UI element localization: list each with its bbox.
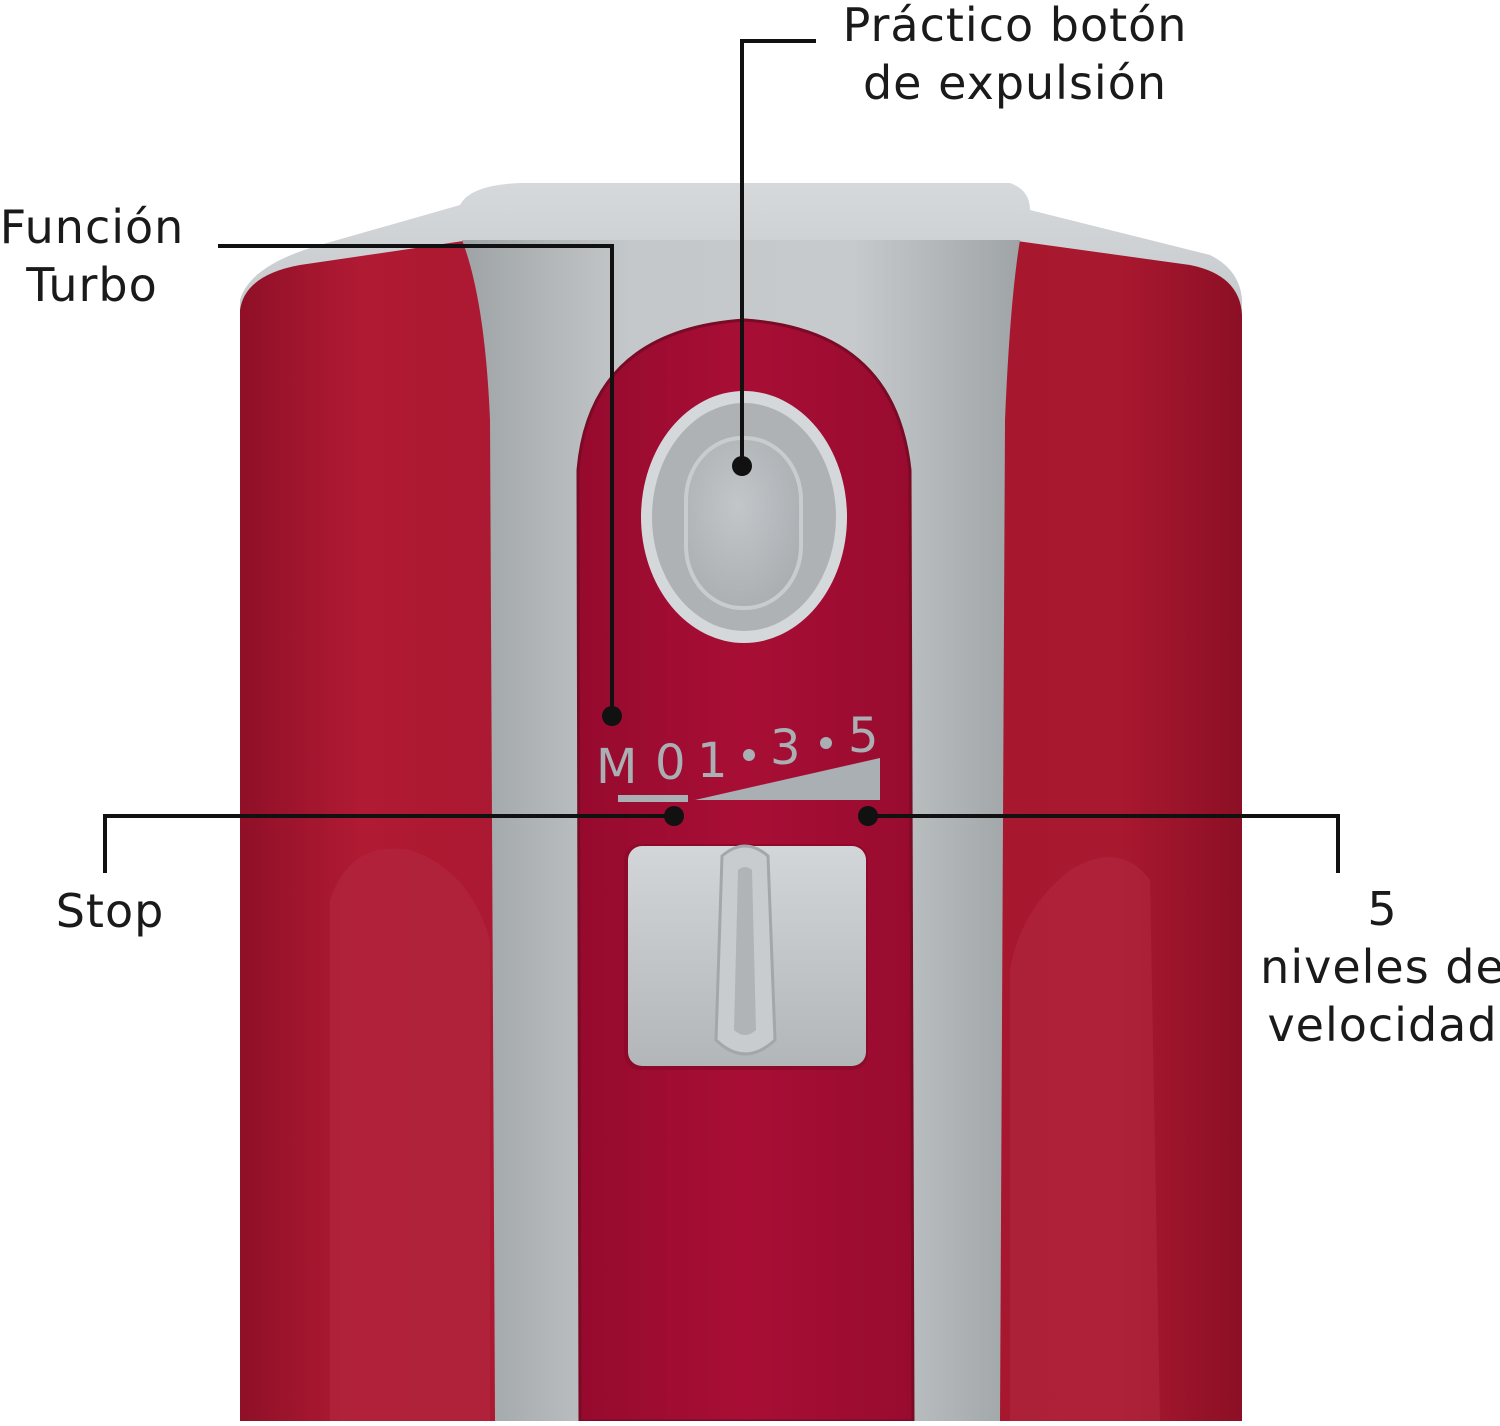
turbo-leader-dot — [602, 706, 622, 726]
leader-lines — [103, 39, 1340, 873]
scale-mark-3: 3 — [770, 720, 801, 776]
expulsion-leader — [740, 39, 816, 466]
turbo-leader — [218, 244, 614, 716]
scale-mark-m: M — [596, 739, 637, 795]
callout-speed-levels: 5 niveles de velocidad — [1240, 880, 1500, 1054]
left-body-highlight — [330, 848, 490, 1421]
velocidad-leader-dot — [858, 806, 878, 826]
scale-mark-1: 1 — [697, 733, 728, 789]
callout-line: Turbo — [26, 258, 158, 312]
speed-ramp — [695, 758, 880, 800]
eject-button[interactable] — [641, 391, 847, 643]
callout-line: 5 — [1367, 882, 1398, 936]
stop-leader-dot — [664, 806, 684, 826]
callout-line: Función — [0, 200, 185, 254]
right-body-highlight — [1010, 857, 1160, 1421]
speed-scale: M 0 1 3 5 — [596, 708, 880, 802]
speed-slider[interactable] — [624, 844, 868, 1070]
callout-eject-button: Práctico botón de expulsión — [820, 0, 1210, 112]
callout-line: Stop — [55, 884, 165, 938]
callout-line: Práctico botón — [842, 0, 1188, 52]
callout-line: velocidad — [1267, 998, 1498, 1052]
scale-dot — [820, 737, 832, 749]
scale-mark-0: 0 — [655, 735, 686, 791]
callout-turbo-function: Función Turbo — [0, 198, 192, 314]
callout-line: de expulsión — [862, 56, 1167, 110]
expulsion-leader-dot — [732, 456, 752, 476]
scale-mark-5: 5 — [848, 708, 879, 764]
callout-stop: Stop — [40, 882, 180, 940]
stop-underline — [618, 795, 688, 802]
velocidad-leader — [868, 814, 1340, 873]
scale-dot — [743, 749, 755, 761]
stop-leader — [103, 814, 674, 873]
callout-line: niveles de — [1260, 940, 1500, 994]
